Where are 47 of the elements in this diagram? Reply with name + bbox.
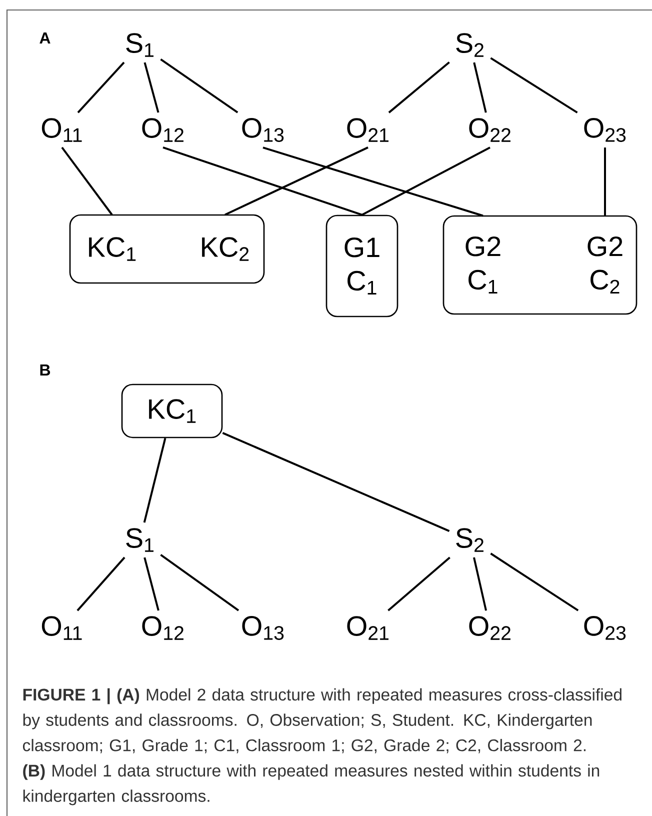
observation-label: O$_{22}$	[469, 616, 510, 640]
observation-label: O$_{11}$	[42, 616, 82, 640]
observation-label: O$_{13}$	[242, 118, 284, 142]
student-label: S$_{2}$	[456, 528, 484, 552]
connector-line	[490, 552, 579, 612]
connector-line	[160, 554, 240, 612]
observation-label: O$_{21}$	[347, 118, 388, 142]
classroom-box	[442, 215, 638, 315]
classroom-box: KC$_{1}$	[121, 384, 223, 438]
connector-line	[472, 557, 488, 611]
classroom-label: G2 C$_{1}$	[466, 236, 500, 294]
observation-label: O$_{12}$	[142, 118, 184, 142]
observation-label: O$_{13}$	[242, 616, 284, 640]
connector-line	[160, 58, 238, 114]
connector-line	[144, 62, 160, 113]
student-label: S$_{1}$	[126, 33, 154, 57]
connector-line	[362, 146, 490, 216]
connector-line	[388, 556, 450, 612]
connector-line	[262, 146, 484, 217]
connector-line	[473, 62, 487, 113]
connector-line	[224, 146, 368, 216]
observation-label: O$_{23}$	[584, 118, 626, 142]
observation-label: O$_{22}$	[469, 118, 510, 142]
student-label: S$_{1}$	[126, 528, 154, 552]
panel-label: A	[40, 32, 50, 44]
panel-label: B	[40, 364, 50, 376]
connector-line	[388, 62, 450, 114]
connector-line	[162, 146, 362, 216]
connector-line	[77, 62, 125, 114]
observation-label: O$_{23}$	[584, 616, 626, 640]
connector-line	[143, 438, 166, 523]
connector-line	[76, 556, 126, 612]
connector-line	[604, 148, 606, 216]
connector-line	[490, 57, 578, 114]
figure-caption: FIGURE 1 | (A) Model 2 data structure with repeated measures cross-classified by students and classrooms. O, Observation; S, Student. KC, Kindergarten classroom; G1, Grade 1; C1, Classroom 1; G2, Grade 2; C2, Classroom 2. (B) Model 1 data structure with repeated measures nested within students in kindergarten classrooms.	[22, 688, 622, 806]
connector-line	[61, 146, 113, 216]
classroom-box: G1 C$_{1}$	[326, 214, 398, 318]
observation-label: O$_{21}$	[347, 616, 388, 640]
connector-line	[222, 432, 450, 532]
observation-label: O$_{12}$	[142, 616, 184, 640]
classroom-label: G2 C$_{2}$	[588, 236, 622, 294]
classroom-label: KC$_{1}$	[89, 237, 136, 261]
student-label: S$_{2}$	[456, 33, 484, 57]
classroom-box	[69, 214, 265, 284]
observation-label: O$_{11}$	[42, 118, 82, 142]
classroom-label: KC$_{2}$	[202, 237, 249, 261]
connector-line	[144, 557, 160, 611]
